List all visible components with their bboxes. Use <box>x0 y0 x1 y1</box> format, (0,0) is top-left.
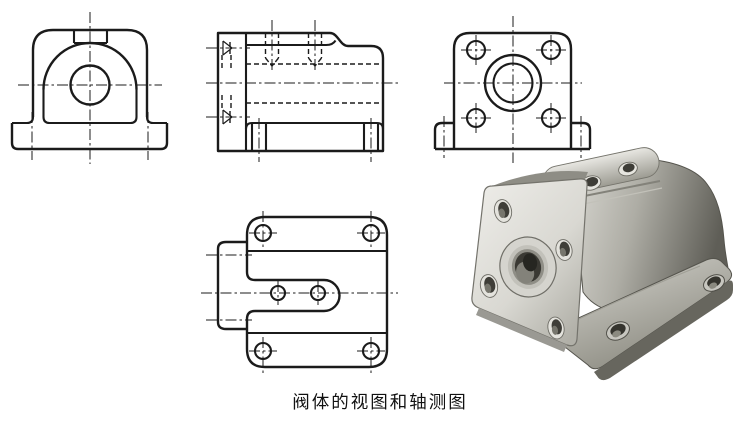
flange-countersink-bottom <box>206 95 250 125</box>
plate-outline <box>245 215 389 369</box>
central-bore <box>499 236 557 298</box>
flange-hole-top-left <box>493 199 513 223</box>
side-outline <box>216 31 385 153</box>
corner-holes <box>461 35 566 133</box>
flange-bottom-edge <box>476 308 567 352</box>
step-edges <box>247 249 387 335</box>
flange-hole-centerlines <box>206 254 252 321</box>
base-hole-front <box>606 321 630 341</box>
base-flange-edge <box>594 280 733 381</box>
bolt-hole-centerlines <box>31 112 149 160</box>
section-side-view <box>206 20 398 162</box>
u-slot <box>245 271 341 320</box>
hidden-top-holes <box>264 20 323 73</box>
arch-curve <box>42 41 138 90</box>
base-hole-rear <box>703 274 725 292</box>
top-view <box>201 211 398 373</box>
figure-caption: 阀体的视图和轴测图 <box>292 392 468 412</box>
top-pad-hole-right <box>618 161 638 177</box>
flange-countersink-top <box>206 40 250 70</box>
plate-outline <box>452 31 573 149</box>
left-side-view <box>433 16 592 163</box>
flange-hole-bottom-left <box>479 274 499 298</box>
base-hole-walls <box>250 123 380 151</box>
base-flange-top <box>551 257 733 370</box>
front-view <box>10 12 169 164</box>
flange-hole-top-right <box>555 239 573 261</box>
corner-holes <box>249 211 385 373</box>
top-boss-edge <box>246 39 337 47</box>
base-bolt-centerlines <box>258 118 372 162</box>
tab-bolt-centerlines <box>443 116 582 158</box>
flange-hole-bottom-right <box>547 316 565 340</box>
flange-tab <box>216 240 247 331</box>
